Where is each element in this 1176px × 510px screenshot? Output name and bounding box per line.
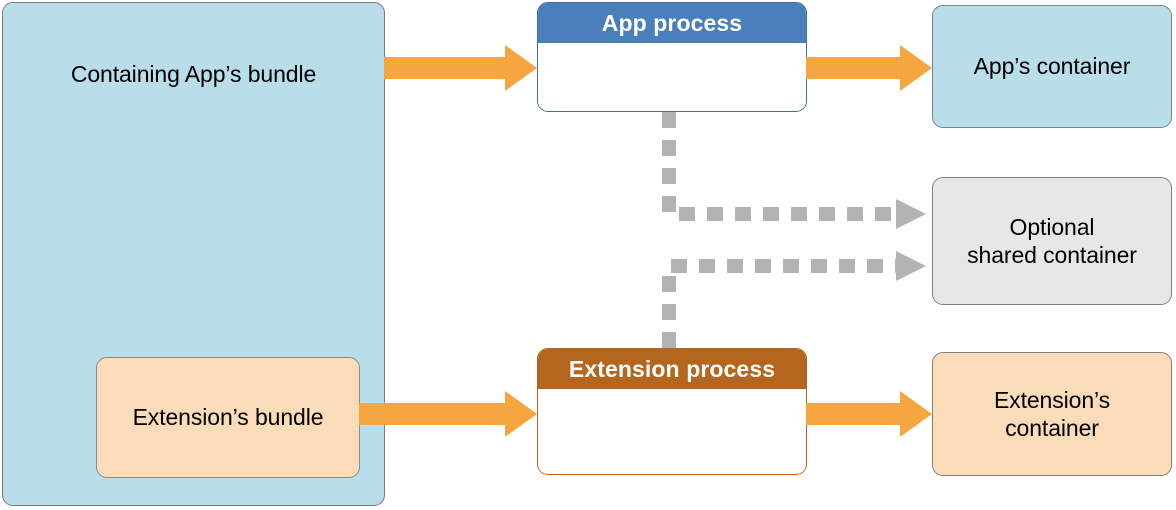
extension-process-box: Extension process — [537, 348, 807, 475]
extension-bundle-label: Extension’s bundle — [132, 404, 324, 431]
extension-process-label: Extension process — [568, 355, 776, 382]
shared-container-label: Optional shared container — [967, 213, 1137, 269]
app-container-label: App’s container — [973, 53, 1131, 80]
extension-container-label: Extension’s container — [994, 386, 1110, 442]
shared-container-box: Optional shared container — [932, 177, 1172, 305]
arrow-bundle-to-app-process — [384, 45, 537, 91]
arrow-extension-bundle-to-extension-process — [359, 391, 537, 437]
shared-container-label-line1: Optional — [1009, 213, 1095, 240]
shared-container-label-line2: shared container — [967, 242, 1137, 268]
extension-container-label-line1: Extension’s — [993, 386, 1111, 413]
extension-container-label-line2: container — [1005, 415, 1099, 441]
extension-process-header: Extension process — [538, 349, 806, 389]
extension-container-box: Extension’s container — [932, 352, 1172, 476]
app-process-box: App process — [537, 2, 807, 112]
app-container-box: App’s container — [932, 5, 1172, 128]
app-process-body — [538, 43, 806, 109]
app-process-header: App process — [538, 3, 806, 43]
arrow-extension-process-to-shared-container — [662, 251, 926, 348]
arrow-app-process-to-app-container — [806, 45, 932, 91]
containing-app-bundle-label: Containing App’s bundle — [70, 61, 317, 87]
app-process-label: App process — [601, 9, 743, 36]
arrow-extension-process-to-extension-container — [806, 391, 932, 437]
arrow-app-process-to-shared-container — [662, 112, 926, 229]
extension-process-body — [538, 389, 806, 472]
extension-bundle-box: Extension’s bundle — [96, 357, 360, 478]
